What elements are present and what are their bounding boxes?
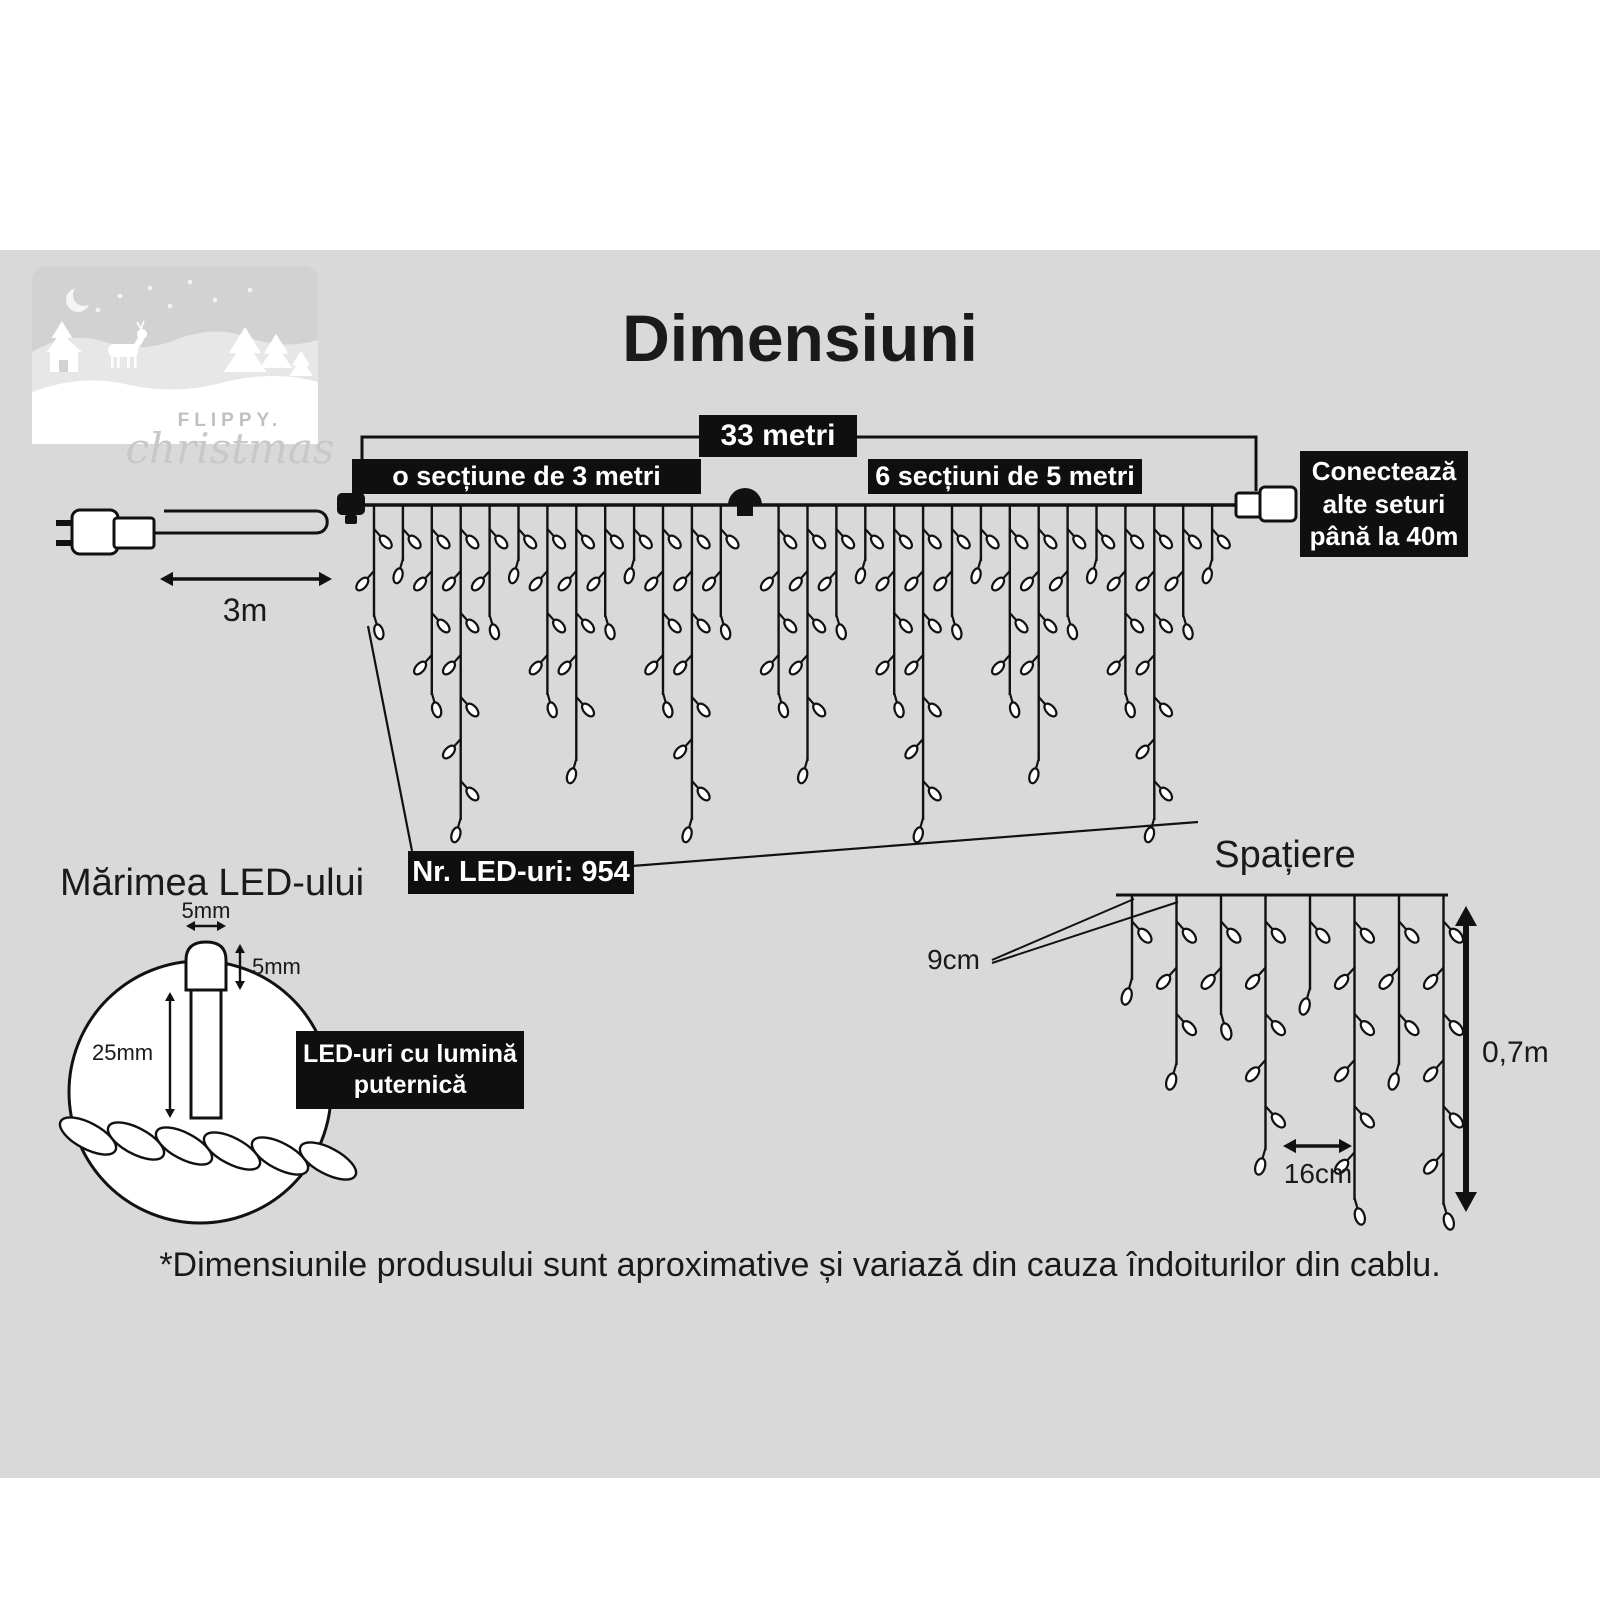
left-section-label: o secțiune de 3 metri <box>352 459 701 494</box>
connector-note-label: Conectează alte seturi până la 40m <box>1300 451 1468 557</box>
twisted-wire-icon <box>58 1116 358 1181</box>
lead-wire <box>154 509 329 535</box>
main-curtain <box>337 485 1298 868</box>
led-body-arrow <box>165 992 175 1118</box>
led-cap-text: 5mm <box>252 954 301 979</box>
led-size-detail <box>58 921 358 1225</box>
logo-script-text: christmas <box>125 424 335 473</box>
led-body-text: 25mm <box>92 1040 154 1065</box>
led-count-callout-lines <box>366 625 1199 868</box>
page-title: Dimensiuni <box>622 301 978 375</box>
drop-gap-text: 9cm <box>927 944 980 975</box>
drop-gap-callout-lines <box>991 898 1179 964</box>
led-count-label: Nr. LED-uri: 954 <box>408 851 634 894</box>
lead-length-arrow <box>160 571 332 587</box>
led-note-label: LED-uri cu lumină puternică <box>296 1031 524 1109</box>
end-connector-icon <box>1234 485 1298 523</box>
spacing-curtain <box>991 893 1477 1231</box>
spacing-heading: Spațiere <box>1214 834 1356 876</box>
deer-icon <box>108 320 147 368</box>
footnote: *Dimensiunile produsului sunt aproximati… <box>159 1246 1441 1284</box>
drop-height-arrow <box>1455 906 1477 1212</box>
wire-clip-icon <box>337 493 365 524</box>
bulb-gap-text: 16cm <box>1283 1158 1353 1189</box>
mid-connector-icon <box>728 488 762 516</box>
led-width-text: 5mm <box>181 898 231 923</box>
lead-length-text: 3m <box>222 592 268 628</box>
logo-winter-scene <box>32 266 318 444</box>
logo-brand-text: FLIPPY. <box>177 410 283 431</box>
led-size-heading: Mărimea LED-ului <box>60 862 365 904</box>
plug-icon <box>56 508 156 556</box>
bulb-gap-arrow <box>1283 1138 1352 1154</box>
moon-icon <box>66 284 95 312</box>
led-bulb-icon <box>184 940 228 1120</box>
total-length-label: 33 metri <box>699 415 857 457</box>
house-icon <box>46 336 82 372</box>
led-width-arrow <box>186 921 226 931</box>
drop-height-text: 0,7m <box>1482 1036 1549 1069</box>
led-cap-arrow <box>235 944 245 990</box>
right-section-label: 6 secțiuni de 5 metri <box>868 459 1142 494</box>
